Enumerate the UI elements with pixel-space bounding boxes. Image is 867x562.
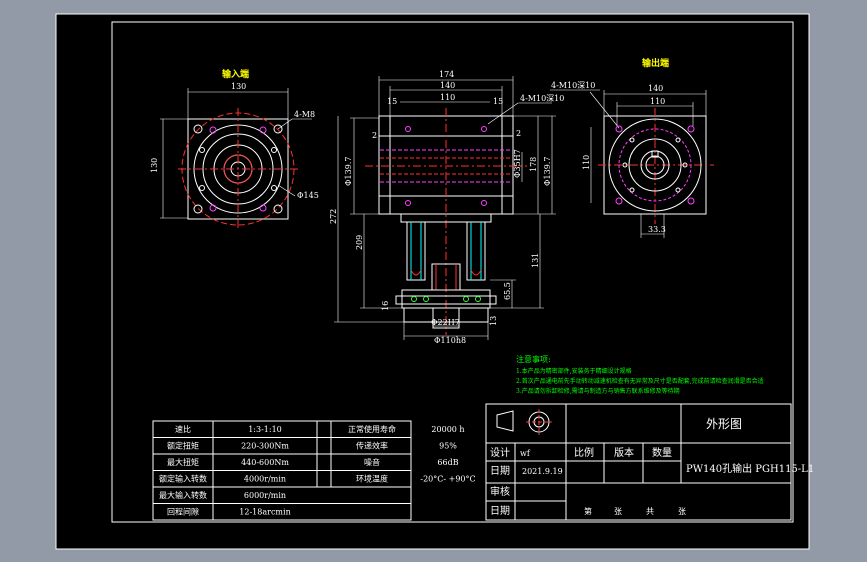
side-dim-16: 16 [381,301,390,311]
input-dim-holes: 4-M8 [294,110,315,119]
spec-label: 回程间隙 [167,507,199,517]
side-dim-2a: 2 [372,131,377,140]
spec-value-2: 95% [439,442,457,451]
review-label: 审核 [490,485,510,498]
qty-label: 数量 [652,446,672,459]
spec-label: 最大输入转数 [159,490,207,500]
output-dim-height: 110 [582,155,591,170]
output-dim-140: 140 [648,84,663,93]
side-dim-bottom-outer: Φ110h8 [434,336,466,345]
side-dim-65: 65.5 [503,282,512,300]
side-dim-15b: 15 [493,97,503,106]
side-dim-140: 140 [440,81,455,90]
date2-label: 日期 [490,505,510,517]
side-dim-209: 209 [355,235,364,250]
input-end-view: 输入端 130 130 4-M8 Φ145 [150,68,319,230]
output-end-view: 输出端 140 110 4-M10深10 110 33.3 [550,57,714,238]
motor-flange-left [406,221,426,281]
version-label: 版本 [614,446,634,459]
side-view: 174 140 110 15 15 4-M10深10 2 2 Φ139. [329,70,564,345]
note-item-1: 1.本产品为精密部件,安装务于精细设计规格 [516,367,632,375]
side-dim-inner: Φ35H7 [513,149,522,178]
side-dim-2b: 2 [516,129,521,138]
design-value: wf [520,449,531,458]
input-dim-circle: Φ145 [297,191,319,200]
spec-label: 额定扭矩 [167,441,199,451]
side-dim-bottom-inner: Φ22H7 [431,318,460,327]
projection-symbol-icon [496,409,552,435]
side-dim-right-dia: Φ139.7 [543,157,552,186]
spec-label: 速比 [175,424,191,434]
spec-label-2: 传递效率 [356,441,388,451]
output-dim-110: 110 [650,97,665,106]
side-dim-272: 272 [329,209,338,224]
side-dim-174: 174 [439,70,454,79]
spec-label-2: 噪音 [364,457,380,467]
spec-value: 440-600Nm [241,458,289,467]
title-block: 外形图 PW140孔输出 PGH115-L1 设计 wf 比例 版本 数量 日期… [485,403,814,521]
spec-value: 220-300Nm [241,442,289,451]
date-value: 2021.9.19 [522,467,563,476]
side-dim-131: 131 [531,253,540,268]
spec-value-2: -20°C- +90°C [420,475,475,484]
side-dim-178: 178 [529,157,538,172]
output-dim-key: 33.3 [648,225,666,234]
spec-value: 12-18arcmin [239,508,290,517]
side-dim-left-dia: Φ139.7 [344,157,353,186]
spec-label-2: 正常使用寿命 [348,424,396,434]
sheet-zhang1: 张 [614,507,622,516]
drawing-title: 外形图 [706,417,742,431]
motor-flange-right [466,221,486,281]
input-dim-height: 130 [150,158,159,173]
spec-value: 6000r/min [244,491,286,500]
spec-rows: 速比 1:3-1:10 正常使用寿命 20000 h 额定扭矩 220-300Nm 传递效率… [159,424,476,517]
note-item-2: 2.首次产品通电前先手动转动减速机检查有无异常及尺寸是否配套,完成前请检查润滑是… [516,377,764,385]
input-dim-width: 130 [231,82,246,91]
sheet-zhang2: 张 [678,507,686,516]
notes-title: 注意事项: [516,354,551,364]
part-name: PW140孔输出 PGH115-L1 [686,462,814,475]
spec-value: 4000r/min [244,475,286,484]
spec-label: 最大扭矩 [167,457,199,467]
side-dim-110: 110 [440,93,455,102]
input-end-label: 输入端 [222,68,249,80]
side-dim-15a: 15 [387,97,397,106]
spec-label-2: 环境温度 [356,474,388,484]
output-end-label: 输出端 [642,57,669,69]
spec-value-2: 20000 h [431,425,464,434]
sheet-gong: 共 [646,507,654,516]
date-label: 日期 [490,465,510,477]
spec-label: 额定输入转数 [159,474,207,484]
spec-table [152,420,412,521]
output-dim-holes: 4-M10深10 [551,81,595,90]
scale-label: 比例 [574,446,594,459]
spec-value: 1:3-1:10 [248,425,282,434]
drawing-border [111,21,794,523]
side-dim-13: 13 [489,316,498,326]
design-label: 设计 [490,446,510,459]
side-dim-holes-top: 4-M10深10 [520,94,564,103]
sheet-di: 第 [584,506,592,516]
note-item-3: 3.产品请勿拆卸检修,需请与制造方与销售方联系维修及等待期 [516,387,680,395]
spec-value-2: 66dB [437,458,458,467]
notes-block: 注意事项: 1.本产品为精密部件,安装务于精细设计规格 2.首次产品通电前先手动… [516,354,764,395]
